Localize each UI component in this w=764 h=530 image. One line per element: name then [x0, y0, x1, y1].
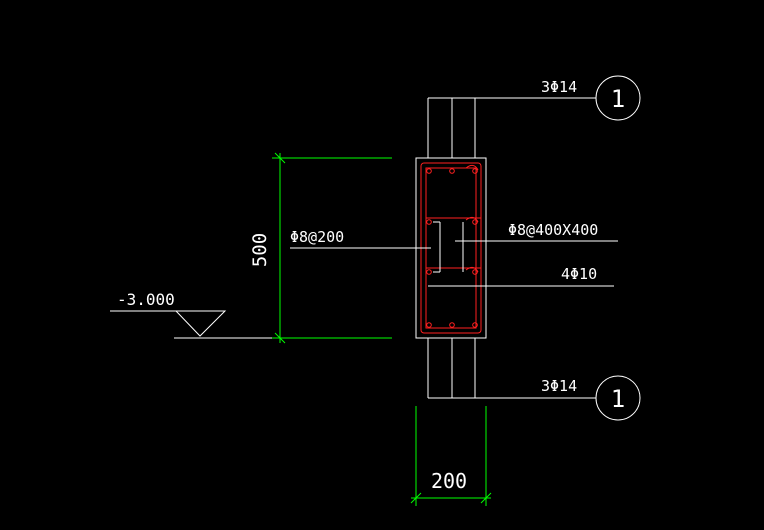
tie-lines [433, 221, 464, 273]
height-dimension-label: 500 [249, 233, 271, 267]
wall-upper [427, 97, 476, 158]
width-dimension [410, 406, 492, 506]
bottom-bars-label: 3Φ14 [541, 377, 577, 395]
elevation-marker-icon [174, 310, 227, 337]
width-dimension-label: 200 [431, 469, 467, 493]
leader-lines [110, 97, 618, 399]
tie-bars-label: Φ8@400X400 [508, 221, 598, 239]
top-bars-label: 3Φ14 [541, 78, 577, 96]
callout-bubble-top [595, 75, 641, 121]
rebar-dots [426, 168, 478, 328]
height-dimension [272, 152, 392, 344]
wall-lower [427, 338, 476, 399]
stirrup-label: Φ8@200 [290, 228, 344, 246]
callout-number-top: 1 [611, 85, 625, 113]
stirrup-rebar [420, 162, 482, 334]
middle-bars-label: 4Φ10 [561, 265, 597, 283]
callout-number-bottom: 1 [611, 385, 625, 413]
callout-bubble-bottom [595, 375, 641, 421]
elevation-label: -3.000 [117, 290, 175, 309]
